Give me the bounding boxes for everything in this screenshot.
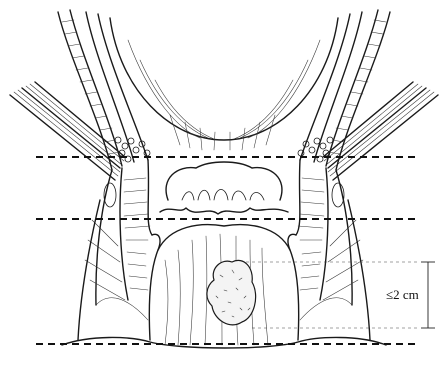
measurement-label: ≤2 cm: [386, 287, 419, 302]
levator-ani-left: [10, 82, 125, 180]
rectal-wall-left: [58, 10, 148, 170]
rectal-wall-right: [300, 10, 390, 170]
sphincter-right: [288, 160, 370, 340]
rectal-mucosa: [110, 18, 338, 150]
ampulla: [160, 162, 288, 214]
tumor: [207, 260, 256, 324]
levator-ani-right: [323, 82, 438, 180]
sphincter-left: [78, 160, 160, 340]
